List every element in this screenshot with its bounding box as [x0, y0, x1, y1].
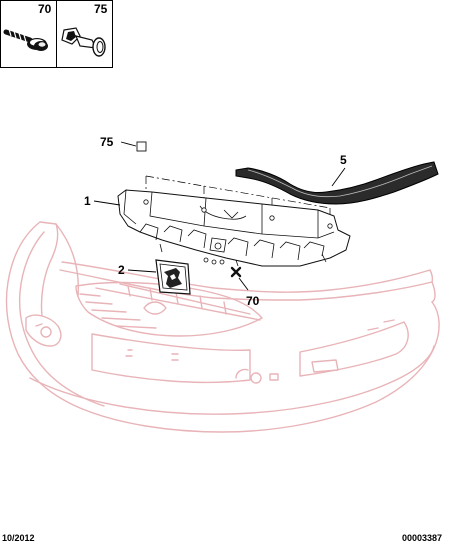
seal-strip [235, 161, 439, 205]
emblem-badge [155, 259, 191, 295]
header-box-clip: 75 [56, 0, 113, 68]
header-box-screw: 70 [0, 0, 57, 68]
callout-1: 1 [84, 194, 121, 208]
callout-75: 75 [100, 135, 147, 152]
clip-marker-icon [136, 141, 147, 152]
push-clip-icon [61, 27, 106, 57]
callout-ref-2: 2 [118, 263, 125, 277]
callout-ref-70: 70 [246, 294, 260, 308]
footer-date: 10/2012 [2, 533, 35, 543]
screw-marker-icon [230, 266, 242, 278]
callout-2: 2 [118, 263, 157, 277]
callout-5: 5 [331, 153, 347, 187]
callout-ref-75: 75 [100, 135, 114, 149]
callout-ref-1: 1 [84, 194, 91, 208]
callout-70: 70 [230, 266, 260, 308]
upper-grille-panel [117, 189, 351, 267]
header-ref-75: 75 [94, 2, 108, 16]
callout-ref-5: 5 [340, 153, 347, 167]
screw-icon [3, 28, 48, 51]
header-ref-70: 70 [38, 2, 52, 16]
footer-code: 00003387 [402, 533, 442, 543]
bumper-outline [5, 221, 440, 433]
